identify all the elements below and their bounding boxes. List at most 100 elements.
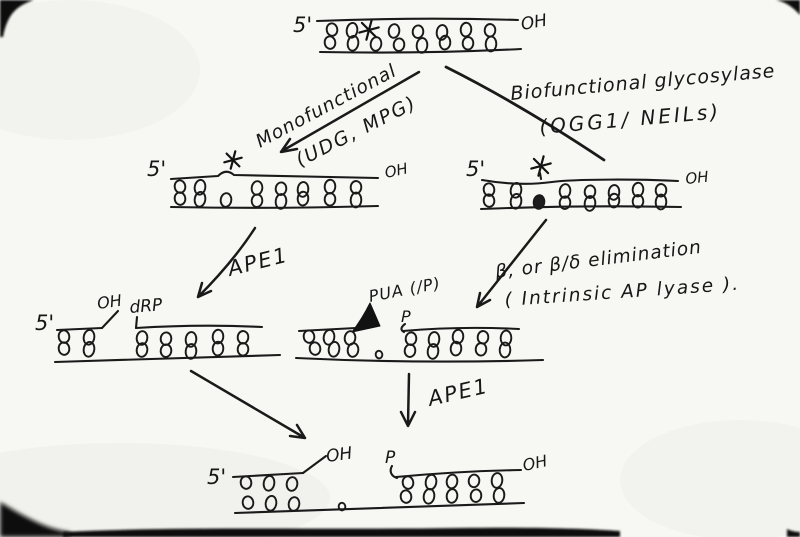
base-circle xyxy=(374,349,384,360)
base-circle xyxy=(490,472,504,489)
bottom-strand-backbone xyxy=(169,204,380,209)
base-circle xyxy=(607,192,621,209)
base-circle xyxy=(401,475,415,490)
base-circle xyxy=(262,474,276,492)
base-circle xyxy=(323,192,337,207)
base-circle xyxy=(346,34,360,52)
base-circle xyxy=(327,340,341,358)
paper-shading xyxy=(0,0,200,140)
base-circle xyxy=(492,487,506,504)
base-circle xyxy=(438,34,452,51)
paper-shading xyxy=(620,420,800,537)
top-strand-bases-left xyxy=(239,474,299,492)
three-prime-oh-label: OH xyxy=(685,168,710,188)
base-circle xyxy=(193,178,207,196)
three-prime-oh-label: OH xyxy=(383,160,409,182)
base-circle xyxy=(583,195,597,212)
converge-arrow-left xyxy=(189,369,307,440)
base-circle xyxy=(461,36,475,51)
arrow-line xyxy=(189,369,307,440)
base-circle xyxy=(445,473,459,490)
bottom-strand-bases-right xyxy=(399,487,506,505)
base-circle xyxy=(558,195,572,210)
bottom-strand-backbone xyxy=(294,356,545,363)
top-strand-right-segment xyxy=(401,326,521,333)
base-circle xyxy=(583,184,597,199)
top-strand-right-segment xyxy=(394,468,523,479)
base-circle xyxy=(308,341,322,356)
phosphate-label: P xyxy=(401,307,411,326)
damaged-duplex: 5' OH xyxy=(293,11,549,54)
base-circle xyxy=(509,181,523,199)
base-circle xyxy=(337,501,347,512)
corner-shadow-top-left xyxy=(0,0,34,37)
base-circle xyxy=(654,183,668,198)
five-prime-label: 5' xyxy=(35,311,54,335)
base-circle xyxy=(403,343,417,358)
top-strand-backbone xyxy=(169,170,380,181)
base-circle xyxy=(323,35,337,50)
five-prime-label: 5' xyxy=(147,157,166,181)
base-circle xyxy=(211,340,225,357)
star-stem xyxy=(538,171,543,181)
star-stroke xyxy=(360,21,378,39)
top-strand-backbone xyxy=(480,178,680,185)
base-circle xyxy=(296,190,310,207)
star-stroke xyxy=(532,157,550,175)
top-strand-right-segment xyxy=(134,324,264,330)
base-circle xyxy=(474,342,488,357)
corner-shadow-bottom-right xyxy=(787,529,800,537)
base-circle xyxy=(469,488,483,503)
gap-small-base xyxy=(374,349,384,360)
ape1-nicked-duplex: 5' OH dRP xyxy=(35,291,282,364)
base-circle xyxy=(346,342,360,358)
base-circle xyxy=(558,183,572,199)
base-circle xyxy=(82,328,96,346)
base-circle xyxy=(241,495,255,510)
base-circle xyxy=(135,330,149,346)
base-circle xyxy=(285,476,299,492)
bottom-strand-bases xyxy=(482,192,668,212)
bottom-strand-backbone xyxy=(479,205,683,211)
drp-label: dRP xyxy=(129,295,164,318)
base-circle xyxy=(296,181,310,198)
base-circle xyxy=(82,340,96,358)
five-prime-label: 5' xyxy=(466,157,485,181)
base-circle xyxy=(325,22,339,37)
base-circle xyxy=(387,23,401,39)
ap-site-duplex-left: 5' OH xyxy=(147,150,409,210)
base-circle xyxy=(302,329,316,344)
base-circle xyxy=(427,331,441,348)
lesion-star-icon xyxy=(358,19,380,41)
base-circle xyxy=(399,489,413,504)
lesion-star-icon xyxy=(223,150,243,170)
top-strand-bases xyxy=(302,328,513,348)
oh-label: OH xyxy=(96,291,123,313)
base-circle xyxy=(654,193,668,211)
base-circle xyxy=(211,328,225,345)
base-circle xyxy=(499,329,513,347)
bottom-strand-backbone xyxy=(318,47,523,54)
three-prime-oh-riser xyxy=(301,454,328,475)
arrow-line xyxy=(279,70,421,154)
three-prime-oh-label: OH xyxy=(519,11,548,35)
base-circle xyxy=(482,193,496,208)
bottom-strand-backbone xyxy=(53,353,282,364)
base-circle xyxy=(482,182,496,197)
five-prime-label: 5' xyxy=(293,13,312,37)
bottom-edge-shadow xyxy=(63,527,620,537)
star-stroke xyxy=(225,152,241,168)
base-circle xyxy=(449,340,463,357)
base-circle xyxy=(426,343,440,360)
top-strand-backbone xyxy=(315,17,520,23)
base-circle xyxy=(57,341,71,356)
base-circle xyxy=(411,24,425,39)
base-circle xyxy=(392,37,406,52)
base-circle xyxy=(445,488,459,504)
base-circle xyxy=(451,328,465,345)
drp-stem xyxy=(134,315,139,330)
base-circle xyxy=(422,487,436,505)
